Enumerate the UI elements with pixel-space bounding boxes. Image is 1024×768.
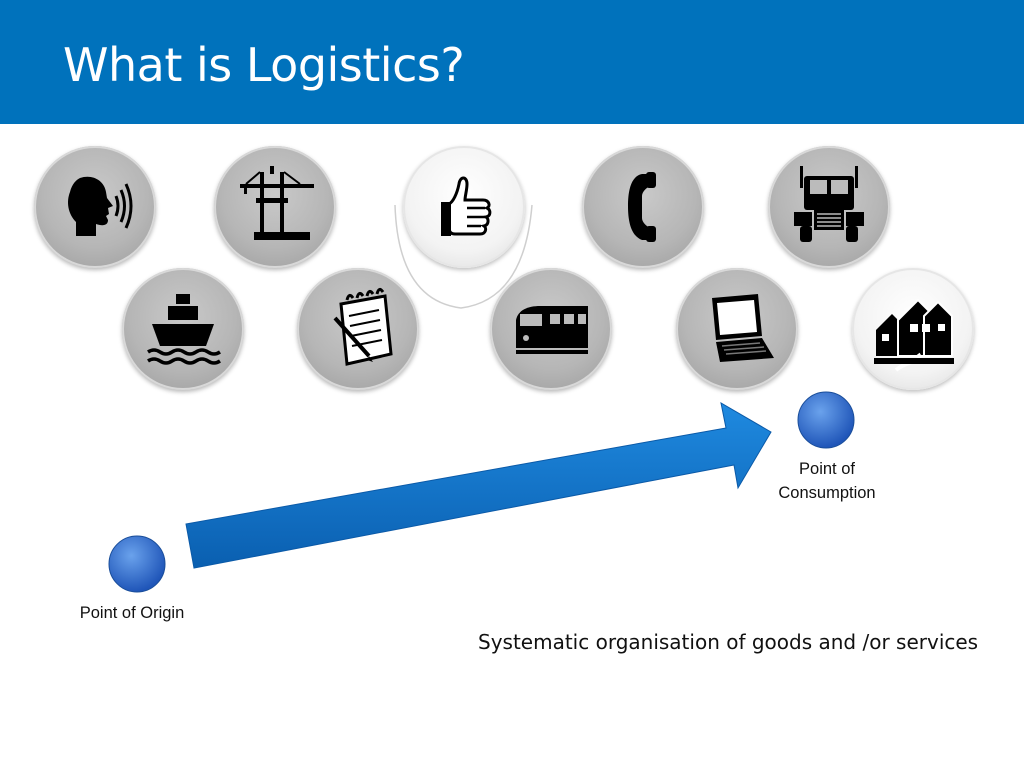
notepad-icon	[297, 268, 419, 390]
consumption-label-line2: Consumption	[778, 484, 876, 502]
speaking-head-icon	[34, 146, 156, 268]
laptop-icon	[676, 268, 798, 390]
origin-node	[108, 535, 166, 593]
truck-icon	[768, 146, 890, 268]
consumption-node	[797, 391, 855, 449]
flow-arrow	[185, 402, 772, 569]
origin-label: Point of Origin	[79, 604, 185, 622]
houses-icon	[852, 268, 974, 390]
port-crane-icon	[214, 146, 336, 268]
reflection-arc	[394, 204, 533, 309]
thumbs-up-icon	[403, 146, 525, 268]
slide-title: What is Logistics?	[63, 38, 465, 92]
caption: Systematic organisation of goods and /or…	[478, 630, 979, 654]
title-bar	[0, 0, 1024, 124]
train-icon	[490, 268, 612, 390]
cargo-ship-icon	[122, 268, 244, 390]
consumption-label-line1: Point of	[799, 460, 855, 478]
telephone-icon	[582, 146, 704, 268]
